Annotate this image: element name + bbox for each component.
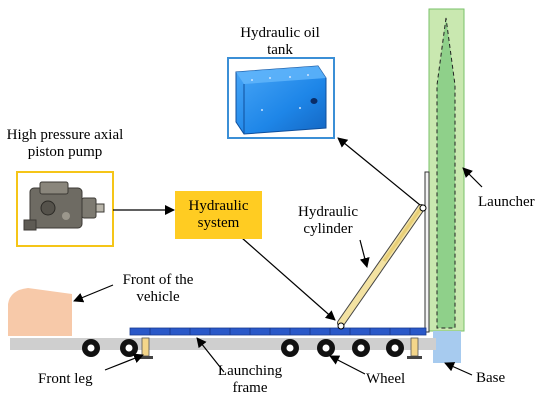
arrow-cylinder-to-tank bbox=[337, 137, 421, 206]
axial-piston-pump-icon bbox=[23, 181, 105, 231]
arrow-wheel bbox=[329, 355, 366, 375]
arrow-launching-frame bbox=[196, 337, 225, 373]
arrow-front-vehicle bbox=[73, 284, 114, 303]
label-cylinder: Hydraulic cylinder bbox=[298, 204, 358, 237]
hydraulic-oil-tank-icon bbox=[235, 65, 327, 135]
arrow-front-leg bbox=[104, 353, 144, 371]
label-launcher: Launcher bbox=[478, 194, 535, 210]
label-front-leg: Front leg bbox=[38, 371, 93, 387]
front-leg-right bbox=[407, 337, 422, 359]
arrow-cylinder-label bbox=[359, 239, 370, 268]
arrow-launcher-label bbox=[462, 167, 483, 188]
arrow-base bbox=[444, 362, 473, 376]
label-launching-frame: Launching frame bbox=[217, 363, 283, 396]
label-wheel: Wheel bbox=[366, 371, 406, 387]
support-post bbox=[424, 171, 430, 333]
hydraulic-system-box: Hydraulic system bbox=[175, 191, 262, 239]
label-front-vehicle: Front of the vehicle bbox=[122, 272, 194, 305]
front-leg-left bbox=[138, 337, 153, 359]
label-pump: High pressure axial piston pump bbox=[6, 127, 124, 160]
launcher-rocket bbox=[436, 17, 456, 329]
arrows bbox=[73, 137, 483, 376]
label-base: Base bbox=[476, 370, 506, 386]
arrow-system-to-cylinder bbox=[241, 237, 336, 321]
hydraulic-cylinder bbox=[337, 204, 427, 330]
launching-frame-beam bbox=[129, 327, 427, 336]
wheels bbox=[82, 339, 404, 357]
vehicle-cab bbox=[8, 288, 72, 336]
base-block bbox=[433, 331, 461, 363]
label-oil-tank: Hydraulic oil tank bbox=[240, 25, 320, 58]
ground-strip bbox=[10, 338, 436, 350]
frame-ribs bbox=[149, 328, 411, 335]
